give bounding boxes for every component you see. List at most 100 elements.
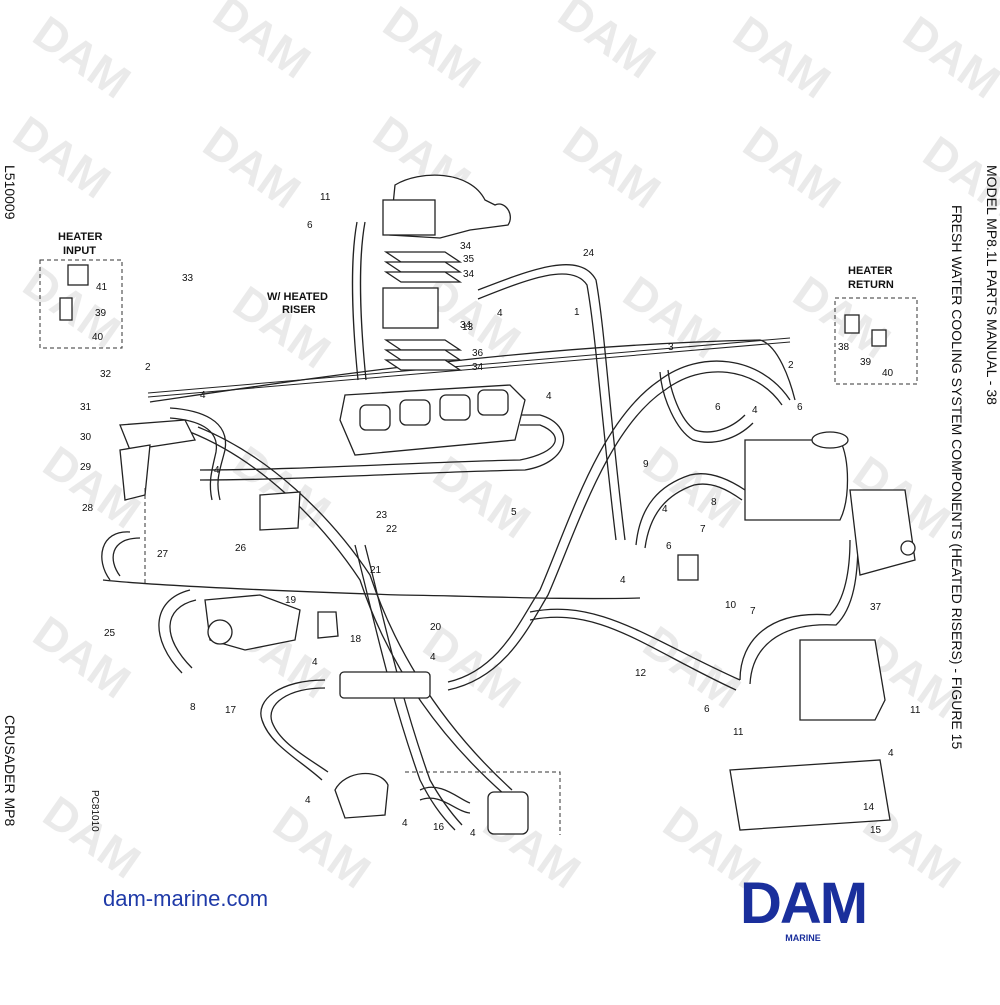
callout-5: 5: [511, 507, 517, 518]
heater-return-heading-2: RETURN: [848, 279, 894, 291]
hose-17: [260, 679, 326, 781]
gasket-34-d: [383, 359, 463, 371]
callout-22: 22: [386, 524, 398, 535]
exhaust-manifold-right: [729, 759, 891, 831]
callout-2: 2: [145, 362, 151, 373]
strainer-frame: [405, 771, 561, 835]
watermark-1: DAM: [204, 0, 320, 88]
callout-27: 27: [157, 549, 169, 560]
callout-38: 38: [838, 342, 850, 353]
watermark-10: DAM: [734, 116, 850, 219]
callout-21: 21: [370, 565, 382, 576]
hose-3-b: [447, 371, 783, 691]
hose-20: [189, 431, 506, 796]
hose-12-top: [102, 579, 641, 600]
watermark-4: DAM: [724, 6, 840, 109]
callout-10: 10: [725, 600, 737, 611]
callout-39: 39: [860, 357, 872, 368]
callout-34: 34: [460, 320, 472, 331]
raw-water-pump: [334, 772, 389, 819]
heater-input-heading-2: INPUT: [63, 245, 96, 257]
callout-4: 4: [546, 391, 552, 402]
heater-return-heading-1: HEATER: [848, 265, 892, 277]
oil-cooler: [339, 671, 431, 699]
hose-28-b: [112, 537, 141, 577]
hose-5-b: [199, 414, 565, 481]
callout-33: 33: [182, 273, 194, 284]
hose-1: [149, 339, 796, 403]
callout-11: 11: [733, 727, 744, 738]
callout-4: 4: [402, 818, 408, 829]
callout-3: 3: [668, 342, 674, 353]
hose-3: [447, 360, 791, 683]
callout-7: 7: [750, 606, 756, 617]
callout-6: 6: [704, 704, 710, 715]
callout-29: 29: [80, 462, 92, 473]
heater-input-heading-1: HEATER: [58, 231, 102, 243]
sheet-subtitle: FRESH WATER COOLING SYSTEM COMPONENTS (H…: [949, 205, 965, 750]
logo-wordmark: DAM: [739, 871, 868, 936]
hose-11-b: [359, 221, 367, 381]
callout-11: 11: [910, 705, 921, 716]
callout-32: 32: [100, 369, 112, 380]
dam-marine-logo: DAM MARINE: [713, 871, 893, 946]
callout-34: 34: [460, 241, 472, 252]
callout-6: 6: [797, 402, 803, 413]
gasket-34-b: [383, 271, 463, 283]
callout-31: 31: [80, 402, 92, 413]
callout-4: 4: [888, 748, 894, 759]
heater-input-box: [39, 259, 123, 349]
watermark-3: DAM: [549, 0, 665, 88]
hose-9-b: [644, 483, 743, 549]
callout-6: 6: [715, 402, 721, 413]
component-shapes: [59, 174, 916, 835]
hose-4-left-b: [169, 417, 217, 501]
callout-4: 4: [662, 504, 668, 515]
callout-13: 13: [462, 322, 474, 333]
callout-41: 41: [96, 282, 108, 293]
callout-28: 28: [82, 503, 94, 514]
gasket-35: [383, 261, 463, 273]
manifold-port-2: [399, 399, 431, 426]
gasket-34-a: [383, 251, 463, 263]
callout-14: 14: [863, 802, 875, 813]
hose-12: [529, 608, 741, 681]
gasket-26: [259, 491, 301, 531]
callout-19: 19: [285, 595, 297, 606]
hose-24-b: [477, 273, 617, 541]
hose-9: [635, 473, 746, 546]
fitting-39-right: [871, 329, 887, 347]
callout-2: 2: [788, 360, 794, 371]
fitting-41: [67, 264, 89, 286]
hose-25: [158, 589, 191, 674]
callout-39: 39: [95, 308, 107, 319]
hose-25-b: [169, 599, 197, 669]
watermark-5: DAM: [894, 6, 1000, 109]
gasket-18: [317, 611, 339, 639]
callout-6: 6: [666, 541, 672, 552]
callout-26: 26: [235, 543, 247, 554]
callout-4: 4: [305, 795, 311, 806]
manifold-port-3: [439, 394, 471, 421]
hose-21-b: [364, 544, 463, 826]
drawing-code: PC81010: [89, 790, 100, 832]
callout-8: 8: [190, 702, 196, 713]
callout-36: 36: [472, 348, 484, 359]
callout-4: 4: [430, 652, 436, 663]
sea-strainer: [487, 791, 529, 835]
hose-lines: [101, 221, 859, 831]
watermark-9: DAM: [554, 116, 670, 219]
callout-11: 11: [320, 192, 331, 203]
hose-37: [739, 539, 851, 681]
watermark-25: DAM: [634, 616, 750, 719]
callout-1: 1: [574, 307, 580, 318]
gasket-36: [383, 349, 463, 361]
callout-35: 35: [463, 254, 475, 265]
callout-16: 16: [433, 822, 445, 833]
callout-4: 4: [620, 575, 626, 586]
hose-20-b: [197, 426, 513, 791]
callout-25: 25: [104, 628, 116, 639]
site-link[interactable]: dam-marine.com: [103, 886, 269, 911]
